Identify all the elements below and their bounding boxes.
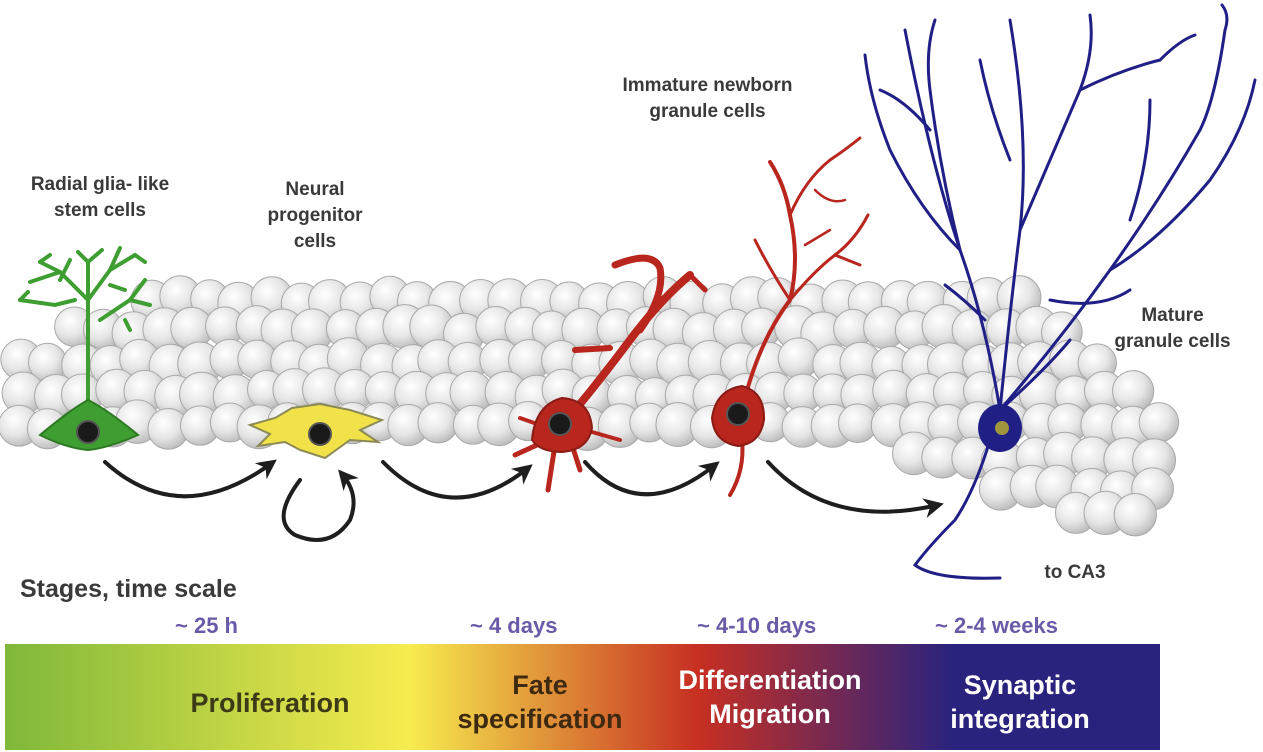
- time-fate-specification: ~ 4 days: [470, 613, 558, 638]
- mature-granule-cell: [863, 3, 1257, 580]
- stage-differentiation-migration: Differentiation Migration: [678, 665, 862, 729]
- label-to-ca3: to CA3: [1044, 562, 1106, 583]
- arrow-immature-to-mature: [766, 460, 944, 518]
- stage-synaptic-integration: Synaptic integration: [950, 670, 1090, 734]
- stem-cell-nucleus: [76, 420, 100, 444]
- immature-cell-2-nucleus: [726, 402, 750, 426]
- granule-sphere: [1113, 493, 1157, 537]
- arrow-progenitor-to-immature: [381, 460, 533, 500]
- progenitor-cell-nucleus: [308, 422, 332, 446]
- stage-fate-specification: Fate specification: [457, 670, 623, 734]
- arrow-self-renewal: [281, 469, 359, 542]
- arrow-stem-to-progenitor: [103, 459, 277, 499]
- granule-sphere: [777, 337, 820, 380]
- granule-cell-layer: [0, 275, 1180, 537]
- label-neural-progenitor: Neural progenitor cells: [267, 179, 363, 252]
- stage-gradient-bar: [5, 644, 1160, 750]
- arrow-immature-1-to-2: [583, 460, 720, 497]
- time-differentiation: ~ 4-10 days: [697, 613, 817, 638]
- timeline-title: Stages, time scale: [20, 575, 237, 603]
- immature-cell-1-nucleus: [548, 412, 572, 436]
- granule-sphere: [1138, 402, 1180, 443]
- label-radial-glia: Radial glia- like stem cells: [30, 174, 170, 221]
- label-mature-granule: Mature granule cells: [1114, 305, 1231, 352]
- time-synaptic-integration: ~ 2-4 weeks: [935, 613, 1058, 638]
- label-immature-newborn: Immature newborn granule cells: [622, 75, 793, 122]
- immature-granule-cell-1: [512, 254, 708, 493]
- lineage-arrows: [103, 459, 944, 542]
- mature-cell-nucleus: [995, 421, 1009, 435]
- granule-sphere: [417, 402, 459, 444]
- stage-proliferation: Proliferation: [190, 688, 350, 718]
- time-proliferation: ~ 25 h: [175, 613, 238, 638]
